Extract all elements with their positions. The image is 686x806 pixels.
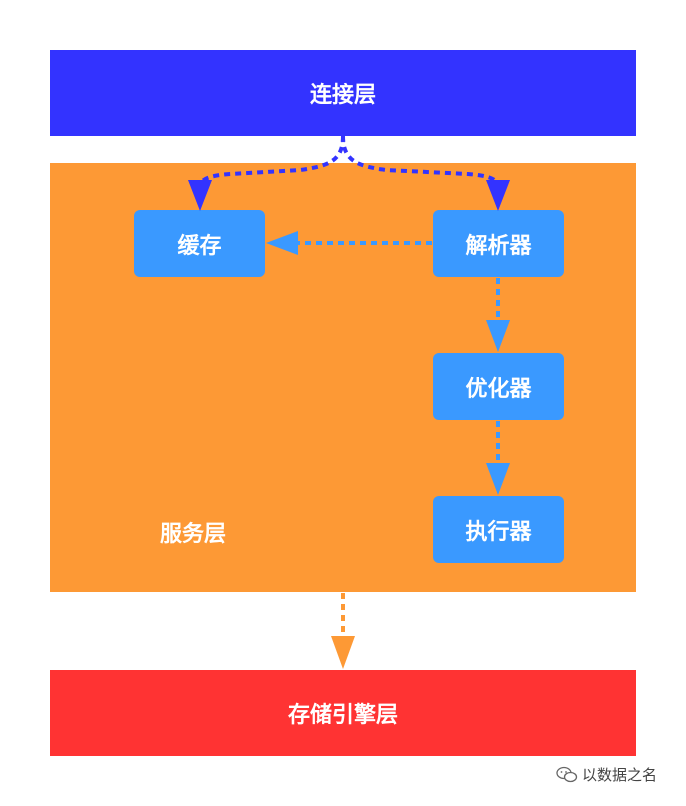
arrowhead-parser-to-optimizer xyxy=(486,320,510,352)
storage-engine-layer: 存储引擎层 xyxy=(50,670,636,756)
arrow-connection-to-cache xyxy=(198,135,345,189)
optimizer-node: 优化器 xyxy=(433,353,564,420)
parser-node-label: 解析器 xyxy=(465,233,532,259)
arrowhead-connection-to-cache xyxy=(188,180,212,211)
executor-node-label: 执行器 xyxy=(465,519,532,545)
cache-node: 缓存 xyxy=(134,210,265,277)
parser-node: 解析器 xyxy=(433,210,564,277)
connection-layer-label: 连接层 xyxy=(309,83,376,108)
cache-node-label: 缓存 xyxy=(177,233,222,259)
arrowhead-parser-to-cache xyxy=(266,231,298,255)
arrowhead-service-to-storage xyxy=(331,636,355,669)
optimizer-node-label: 优化器 xyxy=(465,376,532,402)
watermark: 以数据之名 xyxy=(556,764,657,785)
service-layer-label: 服务层 xyxy=(160,522,227,547)
storage-engine-layer-label: 存储引擎层 xyxy=(287,703,398,728)
arrowhead-optimizer-to-executor xyxy=(486,463,510,495)
arrow-connection-to-parser xyxy=(341,135,500,189)
arrowhead-connection-to-parser xyxy=(486,180,510,211)
watermark-text: 以数据之名 xyxy=(582,766,658,784)
executor-node: 执行器 xyxy=(433,496,564,563)
connection-layer: 连接层 xyxy=(50,50,636,136)
wechat-icon xyxy=(556,766,578,782)
